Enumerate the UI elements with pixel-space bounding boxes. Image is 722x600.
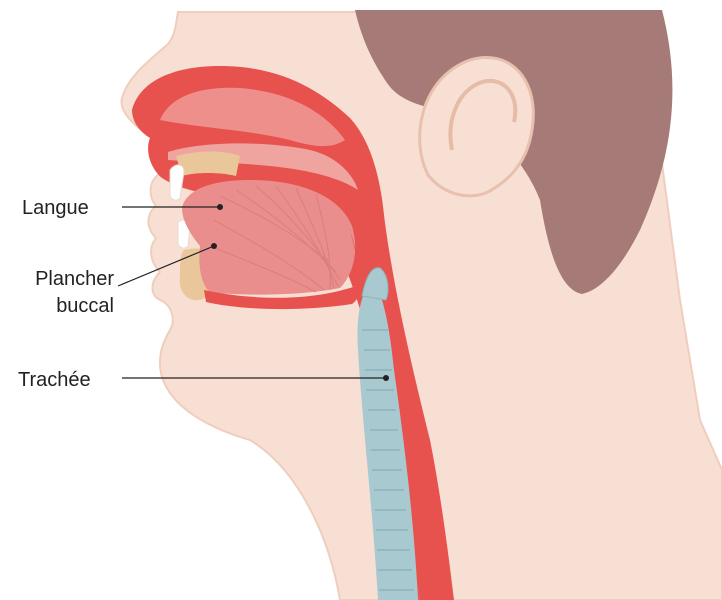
label-plancher-line2: buccal	[56, 295, 114, 317]
label-plancher-line1: Plancher	[35, 268, 114, 290]
label-langue: Langue	[22, 197, 89, 219]
jaw-bone	[176, 152, 240, 177]
label-trachee: Trachée	[18, 369, 91, 391]
